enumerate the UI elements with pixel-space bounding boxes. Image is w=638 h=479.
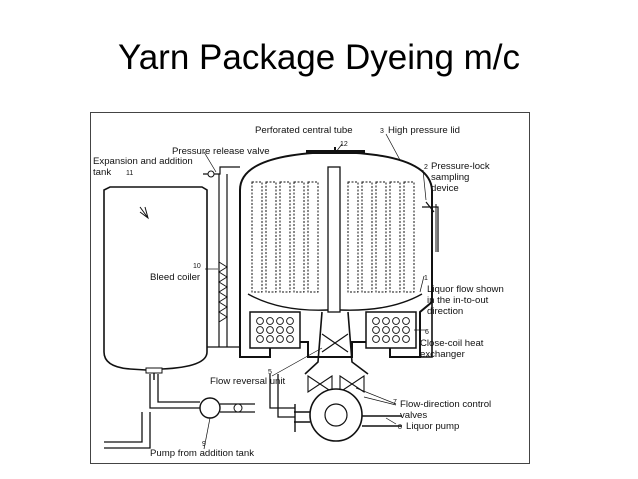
diagram-frame <box>90 112 530 464</box>
number-10: 10 <box>193 263 201 270</box>
number-3: 3 <box>380 128 384 135</box>
label-expansion-tank-line1: Expansion and addition <box>93 156 193 167</box>
label-perforated-central-tube: Perforated central tube <box>255 125 353 136</box>
label-pressure-release-valve: Pressure release valve <box>172 146 270 157</box>
expansion-tank <box>103 186 208 380</box>
label-liquor-flow-line1: Liquor flow shown <box>427 284 504 295</box>
leader-lines <box>203 133 427 450</box>
label-liquor-flow-line3: direction <box>427 306 463 317</box>
number-1: 1 <box>424 275 428 282</box>
pressure-release-valve <box>203 166 240 178</box>
number-11: 11 <box>126 170 133 177</box>
bleed-coiler <box>207 174 240 348</box>
number-5: 5 <box>268 369 272 376</box>
pressure-lock-sampling-device <box>422 201 439 252</box>
label-liquor-flow-line2: in the in-to-out <box>427 295 489 306</box>
label-pressure-lock-line1: Pressure-lock <box>431 161 490 172</box>
number-8: 8 <box>398 424 402 431</box>
flow-reversal-unit <box>304 311 369 394</box>
label-bleed-coiler: Bleed coiler <box>150 272 201 283</box>
label-pressure-lock-line2: sampling <box>431 172 469 183</box>
addition-pump <box>104 374 295 449</box>
label-flow-reversal-unit: Flow reversal unit <box>210 376 286 387</box>
number-7: 7 <box>393 399 397 406</box>
label-pressure-lock-line3: device <box>431 183 459 194</box>
label-high-pressure-lid: High pressure lid <box>388 125 460 136</box>
label-liquor-pump: Liquor pump <box>406 421 459 432</box>
number-2: 2 <box>424 164 428 171</box>
label-heat-exchanger-line2: exchanger <box>420 349 466 360</box>
label-flow-direction-line2: valves <box>400 410 427 421</box>
heat-exchanger-right <box>365 311 417 349</box>
heat-exchanger-left <box>249 311 301 349</box>
label-flow-direction-line1: Flow-direction control <box>400 399 491 410</box>
number-6: 6 <box>425 329 429 336</box>
number-12: 12 <box>340 141 348 148</box>
yarn-spindles <box>247 166 423 313</box>
label-heat-exchanger-line1: Close-coil heat <box>420 338 484 349</box>
diagram-svg: Perforated central tube 3 High pressure … <box>90 112 530 464</box>
label-pump-from-addition-tank: Pump from addition tank <box>150 448 254 459</box>
dyeing-machine-diagram: Perforated central tube 3 High pressure … <box>90 112 530 464</box>
slide-title: Yarn Package Dyeing m/c <box>117 38 521 77</box>
liquor-pump <box>294 388 402 442</box>
label-expansion-tank-line2: tank <box>93 167 111 178</box>
number-9: 9 <box>202 441 206 448</box>
